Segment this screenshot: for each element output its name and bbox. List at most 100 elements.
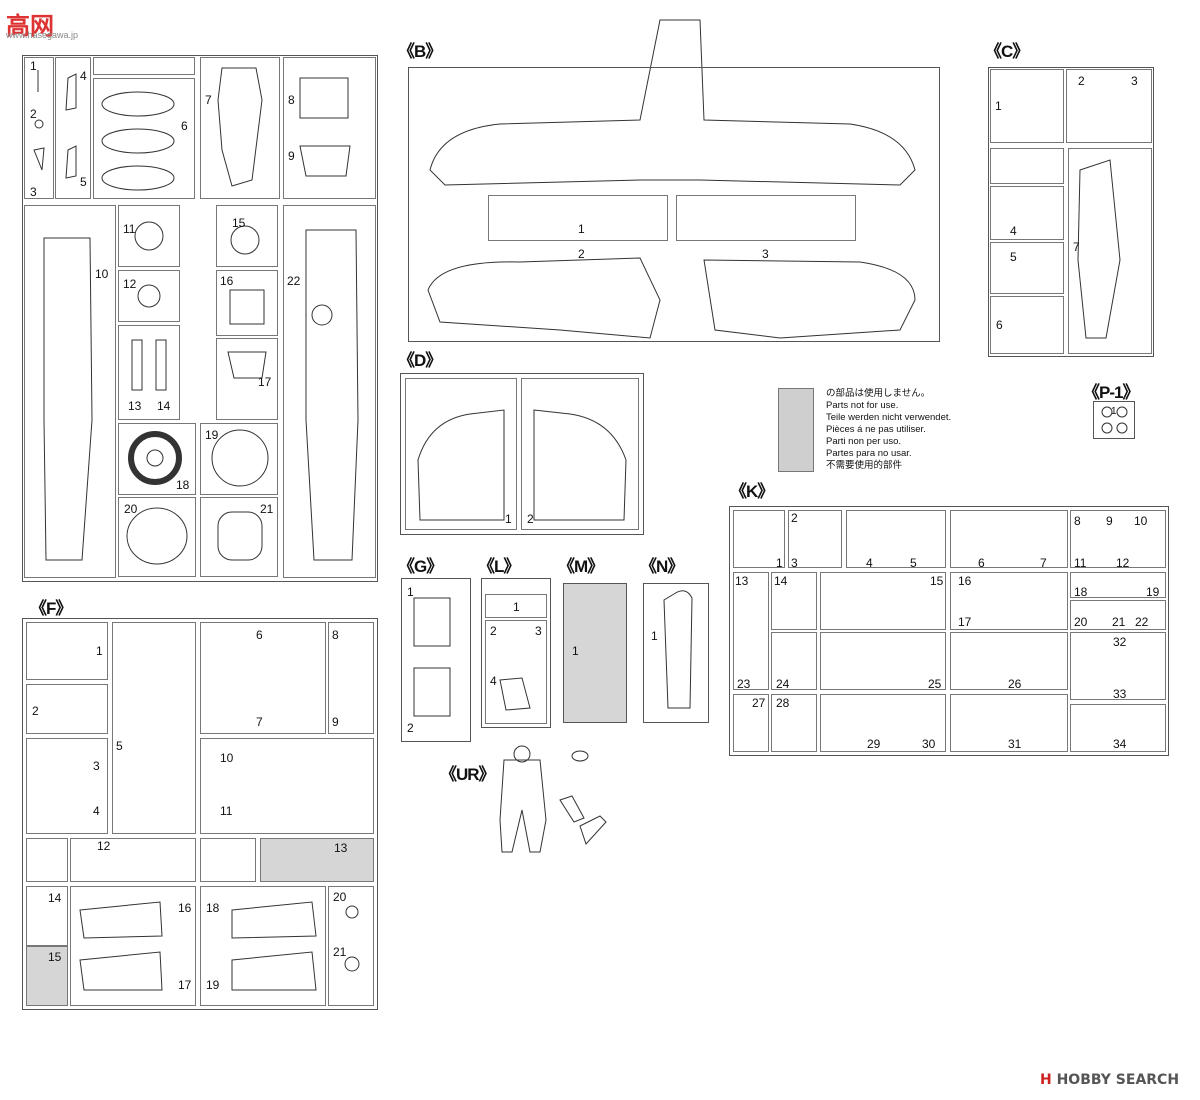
- num-a15: 15: [232, 216, 246, 230]
- sprue-a-cell-6: [93, 78, 195, 199]
- num-k24: 24: [776, 677, 790, 691]
- sprue-label-ur: 《UR》: [440, 765, 496, 784]
- num-k12: 12: [1116, 556, 1130, 570]
- legend-line-en: Parts not for use.: [826, 400, 899, 411]
- num-a13: 13: [128, 399, 142, 413]
- num-d1: 1: [505, 512, 512, 526]
- legend-line-it: Parti non per uso.: [826, 436, 901, 447]
- part-a6-top: [101, 91, 175, 117]
- num-a2: 2: [30, 107, 37, 121]
- part-ur-figure-head: [513, 745, 531, 763]
- num-k28: 28: [776, 696, 790, 710]
- sprue-f-cell-10-11: [200, 738, 374, 834]
- part-a2: [34, 119, 44, 129]
- part-d2: [533, 409, 627, 521]
- part-p1-c: [1101, 422, 1113, 434]
- num-f16: 16: [178, 901, 192, 915]
- sprue-k-cell-29-30: [820, 694, 946, 752]
- num-k29: 29: [867, 737, 881, 751]
- sprue-label-b: 《B》: [398, 42, 442, 61]
- sprue-p1-frame: [1093, 401, 1135, 439]
- sprue-c-frame: [988, 67, 1154, 357]
- num-f10: 10: [220, 751, 234, 765]
- num-k31: 31: [1008, 737, 1022, 751]
- part-n1: [663, 590, 693, 709]
- sprue-b-cell-1-right: [676, 195, 856, 241]
- num-d2: 2: [527, 512, 534, 526]
- part-a7: [217, 67, 263, 187]
- part-a5: [65, 145, 77, 179]
- num-f21: 21: [333, 945, 347, 959]
- num-l4: 4: [490, 674, 497, 688]
- num-k21: 21: [1112, 615, 1126, 629]
- sprue-f-cell-14: [26, 886, 68, 946]
- part-f19: [231, 951, 317, 991]
- num-b3: 3: [762, 247, 769, 261]
- num-f12: 12: [97, 839, 111, 853]
- num-k14: 14: [774, 574, 788, 588]
- num-n1: 1: [651, 629, 658, 643]
- sprue-k-cell-31: [950, 694, 1068, 752]
- sprue-a-cell-top: [93, 57, 195, 75]
- sprue-n-frame: [643, 583, 709, 723]
- num-a5: 5: [80, 175, 87, 189]
- num-c6: 6: [996, 318, 1003, 332]
- sprue-f-cell-16-17: [70, 886, 196, 1006]
- num-b2: 2: [578, 247, 585, 261]
- sprue-k-frame: [729, 506, 1169, 756]
- num-f1: 1: [96, 644, 103, 658]
- part-a10-fuselage-left: [43, 237, 93, 561]
- sprue-a-cell-12: [118, 270, 180, 322]
- num-k33: 33: [1113, 687, 1127, 701]
- sprue-f-cell-8-9: [328, 622, 374, 734]
- num-f11: 11: [220, 804, 233, 818]
- sprue-label-c: 《C》: [985, 42, 1029, 61]
- part-f21: [344, 956, 360, 972]
- part-b2-lower-wing-left: [427, 257, 661, 339]
- sprue-a-cell-15: [216, 205, 278, 267]
- num-a1: 1: [30, 59, 37, 73]
- sprue-label-m: 《M》: [558, 557, 604, 576]
- num-k1: 1: [776, 556, 783, 570]
- num-k20: 20: [1074, 615, 1088, 629]
- num-a18: 18: [176, 478, 190, 492]
- part-b3-lower-wing-right: [703, 259, 916, 339]
- sprue-k-cell-2-3: [788, 510, 842, 568]
- sprue-k-cell-18-19: [1070, 572, 1166, 598]
- num-f15: 15: [48, 950, 62, 964]
- legend-line-zh: 不需要使用的部件: [826, 460, 903, 471]
- sprue-label-f: 《F》: [30, 599, 72, 618]
- num-k4: 4: [866, 556, 873, 570]
- num-k26: 26: [1008, 677, 1022, 691]
- sprue-k-cell-25: [820, 632, 946, 690]
- part-l4: [499, 677, 531, 711]
- num-a20: 20: [124, 502, 138, 516]
- sprue-g-frame: [401, 578, 471, 742]
- part-a13: [131, 339, 143, 391]
- num-k10: 10: [1134, 514, 1148, 528]
- num-m1: 1: [572, 644, 579, 658]
- sprue-k-cell-24: [771, 632, 817, 690]
- num-c4: 4: [1010, 224, 1017, 238]
- num-k34: 34: [1113, 737, 1127, 751]
- num-k19: 19: [1146, 585, 1160, 599]
- sprue-a-cell-16: [216, 270, 278, 336]
- part-a17: [227, 351, 267, 379]
- sprue-f-cell-blank: [26, 838, 68, 882]
- num-a19: 19: [205, 428, 219, 442]
- sprue-a-cell-21: [200, 497, 278, 577]
- sprue-b-frame: [408, 67, 940, 342]
- num-f3: 3: [93, 759, 100, 773]
- num-a14: 14: [157, 399, 171, 413]
- sprue-f-cell-12: [70, 838, 196, 882]
- num-c7: 7: [1073, 240, 1080, 254]
- part-a11: [134, 221, 164, 251]
- sprue-m-frame-unused: [563, 583, 627, 723]
- num-k15: 15: [930, 574, 944, 588]
- sprue-a-frame: [22, 55, 378, 582]
- sprue-a-cell-10: [24, 205, 116, 578]
- sprue-c-cell-7: [1068, 148, 1152, 354]
- sprue-a-cell-7: [200, 57, 280, 199]
- sprue-k-cell-34: [1070, 704, 1166, 752]
- sprue-f-cell-6-7: [200, 622, 326, 734]
